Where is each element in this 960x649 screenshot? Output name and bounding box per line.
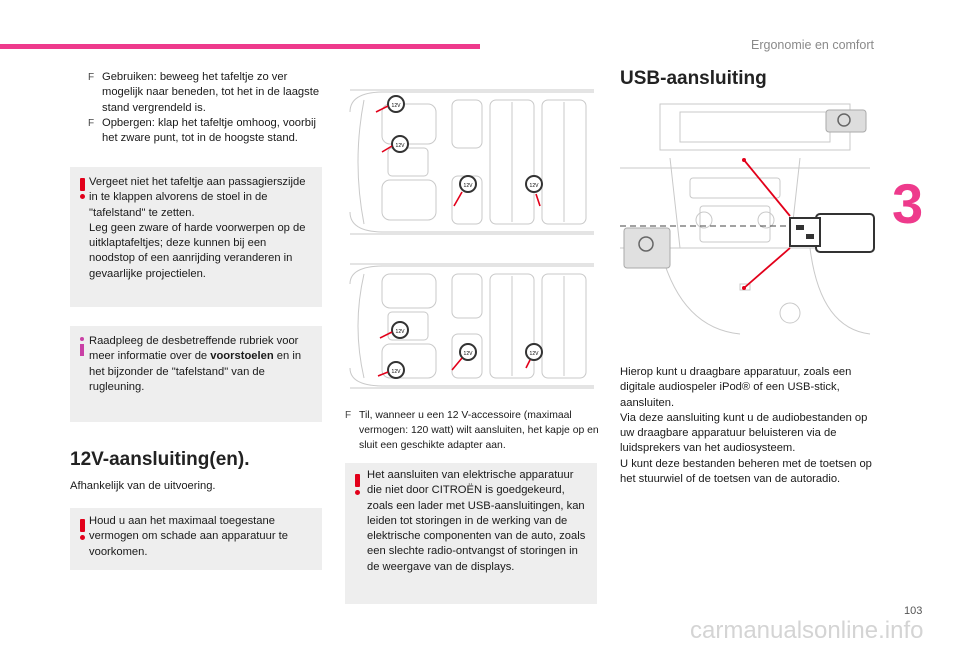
warning-icon bbox=[80, 519, 85, 532]
bullet-text: Gebruiken: beweeg het tafeltje zo ver mo… bbox=[102, 71, 320, 114]
van-interior-diagram-bottom: 12V 12V 12V 12V bbox=[344, 260, 598, 392]
info-text-bold: voorstoelen bbox=[210, 350, 274, 363]
warning-text: Vergeet niet het tafeltje aan passagiers… bbox=[89, 176, 306, 219]
warning-icon-dot bbox=[355, 490, 360, 495]
socket-12v-icon: 12V bbox=[525, 175, 543, 193]
page-number: 103 bbox=[904, 605, 923, 617]
table-bullets: F Gebruiken: beweeg het tafeltje zo ver … bbox=[88, 70, 324, 146]
warning-text: Leg geen zware of harde voorwerpen op de… bbox=[89, 221, 306, 280]
warning-text: Het aansluiten van elektrische apparatuu… bbox=[367, 469, 586, 573]
bullet-marker: F bbox=[88, 72, 95, 83]
header-accent-bar bbox=[0, 44, 480, 49]
bullet-use: F Gebruiken: beweeg het tafeltje zo ver … bbox=[88, 70, 324, 116]
svg-text:12V: 12V bbox=[464, 183, 474, 189]
steering-wheel-icon bbox=[623, 227, 671, 269]
usb-stick-icon bbox=[789, 213, 875, 253]
socket-12v-icon: 12V bbox=[525, 343, 543, 361]
svg-text:12V: 12V bbox=[530, 351, 540, 357]
bullet-text: Til, wanneer u een 12 V-accessoire (maxi… bbox=[359, 410, 599, 451]
socket-12v-icon: 12V bbox=[459, 175, 477, 193]
bullet-store: F Opbergen: klap het tafeltje omhoog, vo… bbox=[88, 116, 324, 147]
van-interior-diagram-top: 12V 12V 12V 12V bbox=[344, 82, 598, 242]
info-box-seats: Raadpleeg de desbetreffende rubriek voor… bbox=[70, 326, 322, 422]
svg-text:12V: 12V bbox=[464, 351, 474, 357]
usb-port-marker bbox=[742, 286, 746, 290]
usb-description: Hierop kunt u draagbare apparatuur, zoal… bbox=[620, 365, 876, 487]
socket-12v-icon: 12V bbox=[391, 135, 409, 153]
bullet-12v: F Til, wanneer u een 12 V-accessoire (ma… bbox=[345, 408, 611, 453]
usb-text: Via deze aansluiting kunt u de audiobest… bbox=[620, 411, 868, 455]
warning-icon bbox=[80, 178, 85, 191]
warning-text: Houd u aan het maximaal toegestane vermo… bbox=[89, 515, 289, 558]
socket-12v-icon: 12V bbox=[387, 95, 405, 113]
usb-text: U kunt deze bestanden beheren met de toe… bbox=[620, 457, 872, 486]
socket-12v-icon: 12V bbox=[387, 361, 405, 379]
svg-text:12V: 12V bbox=[392, 369, 402, 375]
socket-12v-icon: 12V bbox=[459, 343, 477, 361]
svg-text:12V: 12V bbox=[396, 329, 406, 335]
warning-icon bbox=[355, 474, 360, 487]
heading-12v: 12V-aansluiting(en). bbox=[70, 449, 250, 470]
bullet-marker: F bbox=[345, 410, 352, 421]
warning-icon-dot bbox=[80, 535, 85, 540]
socket-12v-icon: 12V bbox=[391, 321, 409, 339]
bullet-marker: F bbox=[88, 117, 95, 129]
usb-port-marker bbox=[742, 158, 746, 162]
usb-text: Hierop kunt u draagbare apparatuur, zoal… bbox=[620, 366, 852, 409]
section-title: Ergonomie en comfort bbox=[751, 38, 874, 52]
intro-12v: Afhankelijk van de uitvoering. bbox=[70, 480, 216, 492]
chapter-number: 3 bbox=[892, 172, 924, 235]
info-icon-dot bbox=[80, 337, 84, 341]
warning-box-accessories: Het aansluiten van elektrische apparatuu… bbox=[345, 463, 597, 604]
warning-box-table: Vergeet niet het tafeltje aan passagiers… bbox=[70, 167, 322, 307]
bullet-text: Opbergen: klap het tafeltje omhoog, voor… bbox=[102, 116, 316, 145]
svg-text:12V: 12V bbox=[530, 183, 540, 189]
info-text: en in het bijzonder de "tafelstand" van … bbox=[89, 350, 302, 393]
warning-icon-dot bbox=[80, 194, 85, 199]
warning-box-power: Houd u aan het maximaal toegestane vermo… bbox=[70, 508, 322, 570]
info-icon bbox=[80, 344, 84, 356]
usb-dashboard-diagram bbox=[620, 98, 876, 336]
steering-wheel-icon bbox=[825, 109, 867, 133]
info-text: Raadpleeg de desbetreffende rubriek voor… bbox=[89, 335, 299, 363]
watermark: carmanualsonline.info bbox=[690, 617, 924, 644]
svg-text:12V: 12V bbox=[392, 103, 402, 109]
svg-text:12V: 12V bbox=[396, 143, 406, 149]
heading-usb: USB-aansluiting bbox=[620, 68, 767, 89]
